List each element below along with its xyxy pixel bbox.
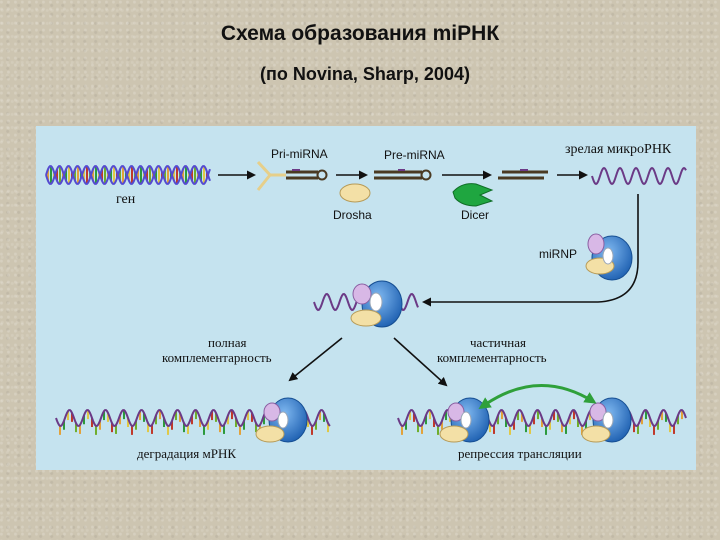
pri-mirna-hairpin (256, 160, 328, 191)
full-complementarity-label-2: комплементарность (162, 350, 272, 365)
mirnp-degradation (255, 397, 308, 443)
repression-label: репрессия трансляции (458, 446, 582, 461)
mature-mirna-strand (591, 166, 687, 186)
mirna-duplex (498, 169, 548, 180)
pre-mirna-hairpin (374, 169, 432, 181)
mirnp-complex (585, 233, 633, 281)
partial-complementarity-label-2: комплементарность (437, 350, 547, 365)
mirnp-repression-right (581, 397, 632, 443)
full-complementarity-label-1: полная (208, 335, 247, 350)
mirnp-on-mrna (350, 280, 403, 328)
dicer-enzyme (452, 183, 494, 207)
pri-mirna-label: Pri-miRNA (271, 147, 328, 161)
drosha-label: Drosha (333, 208, 372, 222)
gene-dna-helix (45, 165, 211, 185)
partial-complementarity-label-1: частичная (470, 335, 526, 350)
drosha-enzyme (339, 183, 371, 203)
mature-mirna-label: зрелая микроРНК (565, 142, 672, 157)
arrow-to-degradation (288, 337, 343, 382)
green-curved-double-arrow (478, 384, 597, 409)
page-title: Схема образования miРНК (220, 22, 500, 45)
arrow-mature-to-mirnp (422, 194, 639, 307)
degradation-label: деградация мРНК (137, 446, 236, 461)
pre-mirna-label: Pre-miRNA (384, 148, 445, 162)
mirnp-label: miRNP (539, 247, 577, 261)
degradation-mrna (55, 409, 331, 435)
repression-mrna (397, 409, 687, 435)
page-subtitle: (по Novina, Sharp, 2004) (260, 64, 470, 84)
gene-label: ген (116, 192, 136, 207)
dicer-label: Dicer (461, 208, 489, 222)
arrow-to-repression (393, 337, 448, 387)
mirnp-repression-left (439, 397, 490, 443)
